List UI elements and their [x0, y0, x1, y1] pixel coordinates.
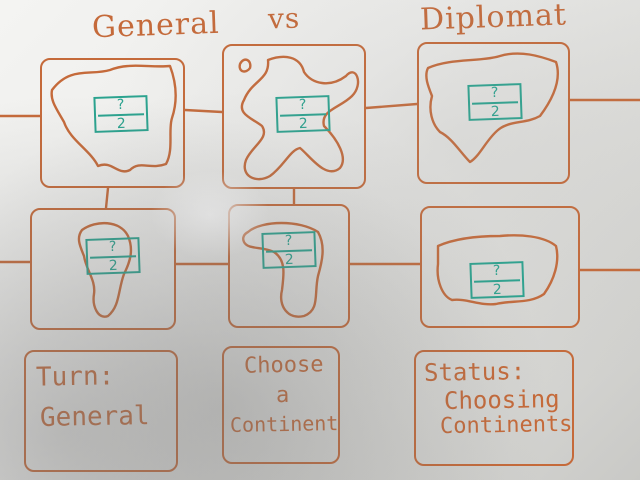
turn-label: Turn:: [35, 361, 115, 393]
choose-line-3: Continent: [229, 411, 339, 437]
connector-2-3: [364, 102, 419, 110]
territory-marker-3-top: ?: [490, 84, 499, 102]
territory-shape-4: [77, 222, 133, 318]
territory-marker-1-bottom: 2: [116, 115, 127, 133]
territory-shape-3: [425, 52, 559, 164]
territory-marker-2-top: ?: [298, 96, 307, 114]
territory-card-1[interactable]: [40, 58, 185, 188]
territory-marker-3: ? 2: [467, 83, 523, 121]
connector-1-4: [104, 186, 110, 210]
turn-player: General: [39, 401, 150, 433]
choose-line-2: a: [275, 382, 290, 409]
territory-marker-5: ? 2: [261, 231, 317, 269]
territory-marker-1: ? 2: [93, 95, 149, 133]
territory-shape-1: [50, 64, 177, 173]
territory-shape-2: [240, 55, 360, 181]
territory-marker-6-bottom: 2: [492, 281, 503, 299]
territory-card-6[interactable]: [420, 206, 580, 328]
territory-marker-1-top: ?: [116, 96, 125, 114]
territory-marker-6: ? 2: [469, 261, 525, 299]
territory-marker-2: ? 2: [275, 95, 331, 133]
status-card: [414, 350, 574, 466]
territory-card-3[interactable]: [417, 42, 570, 184]
territory-card-4[interactable]: [30, 208, 176, 330]
choose-card[interactable]: [222, 346, 340, 464]
territory-shape-6: [436, 234, 559, 306]
status-line-3: Continents: [439, 411, 573, 440]
connector-1-2: [183, 108, 224, 114]
territory-marker-5-bottom: 2: [284, 251, 295, 269]
territory-marker-4: ? 2: [85, 237, 141, 275]
territory-shape-2-island: [238, 58, 252, 73]
turn-card: [24, 350, 178, 472]
territory-marker-6-top: ?: [492, 262, 501, 280]
territory-marker-4-top: ?: [108, 238, 117, 256]
territory-card-5[interactable]: [228, 204, 350, 328]
territory-marker-4-bottom: 2: [108, 257, 119, 275]
choose-line-1: Choose: [243, 352, 324, 379]
territory-marker-2-bottom: 2: [298, 115, 309, 133]
territory-marker-3-bottom: 2: [490, 103, 501, 121]
status-label: Status:: [423, 357, 526, 387]
territory-marker-5-top: ?: [284, 232, 293, 250]
status-line-2: Choosing: [443, 384, 560, 416]
